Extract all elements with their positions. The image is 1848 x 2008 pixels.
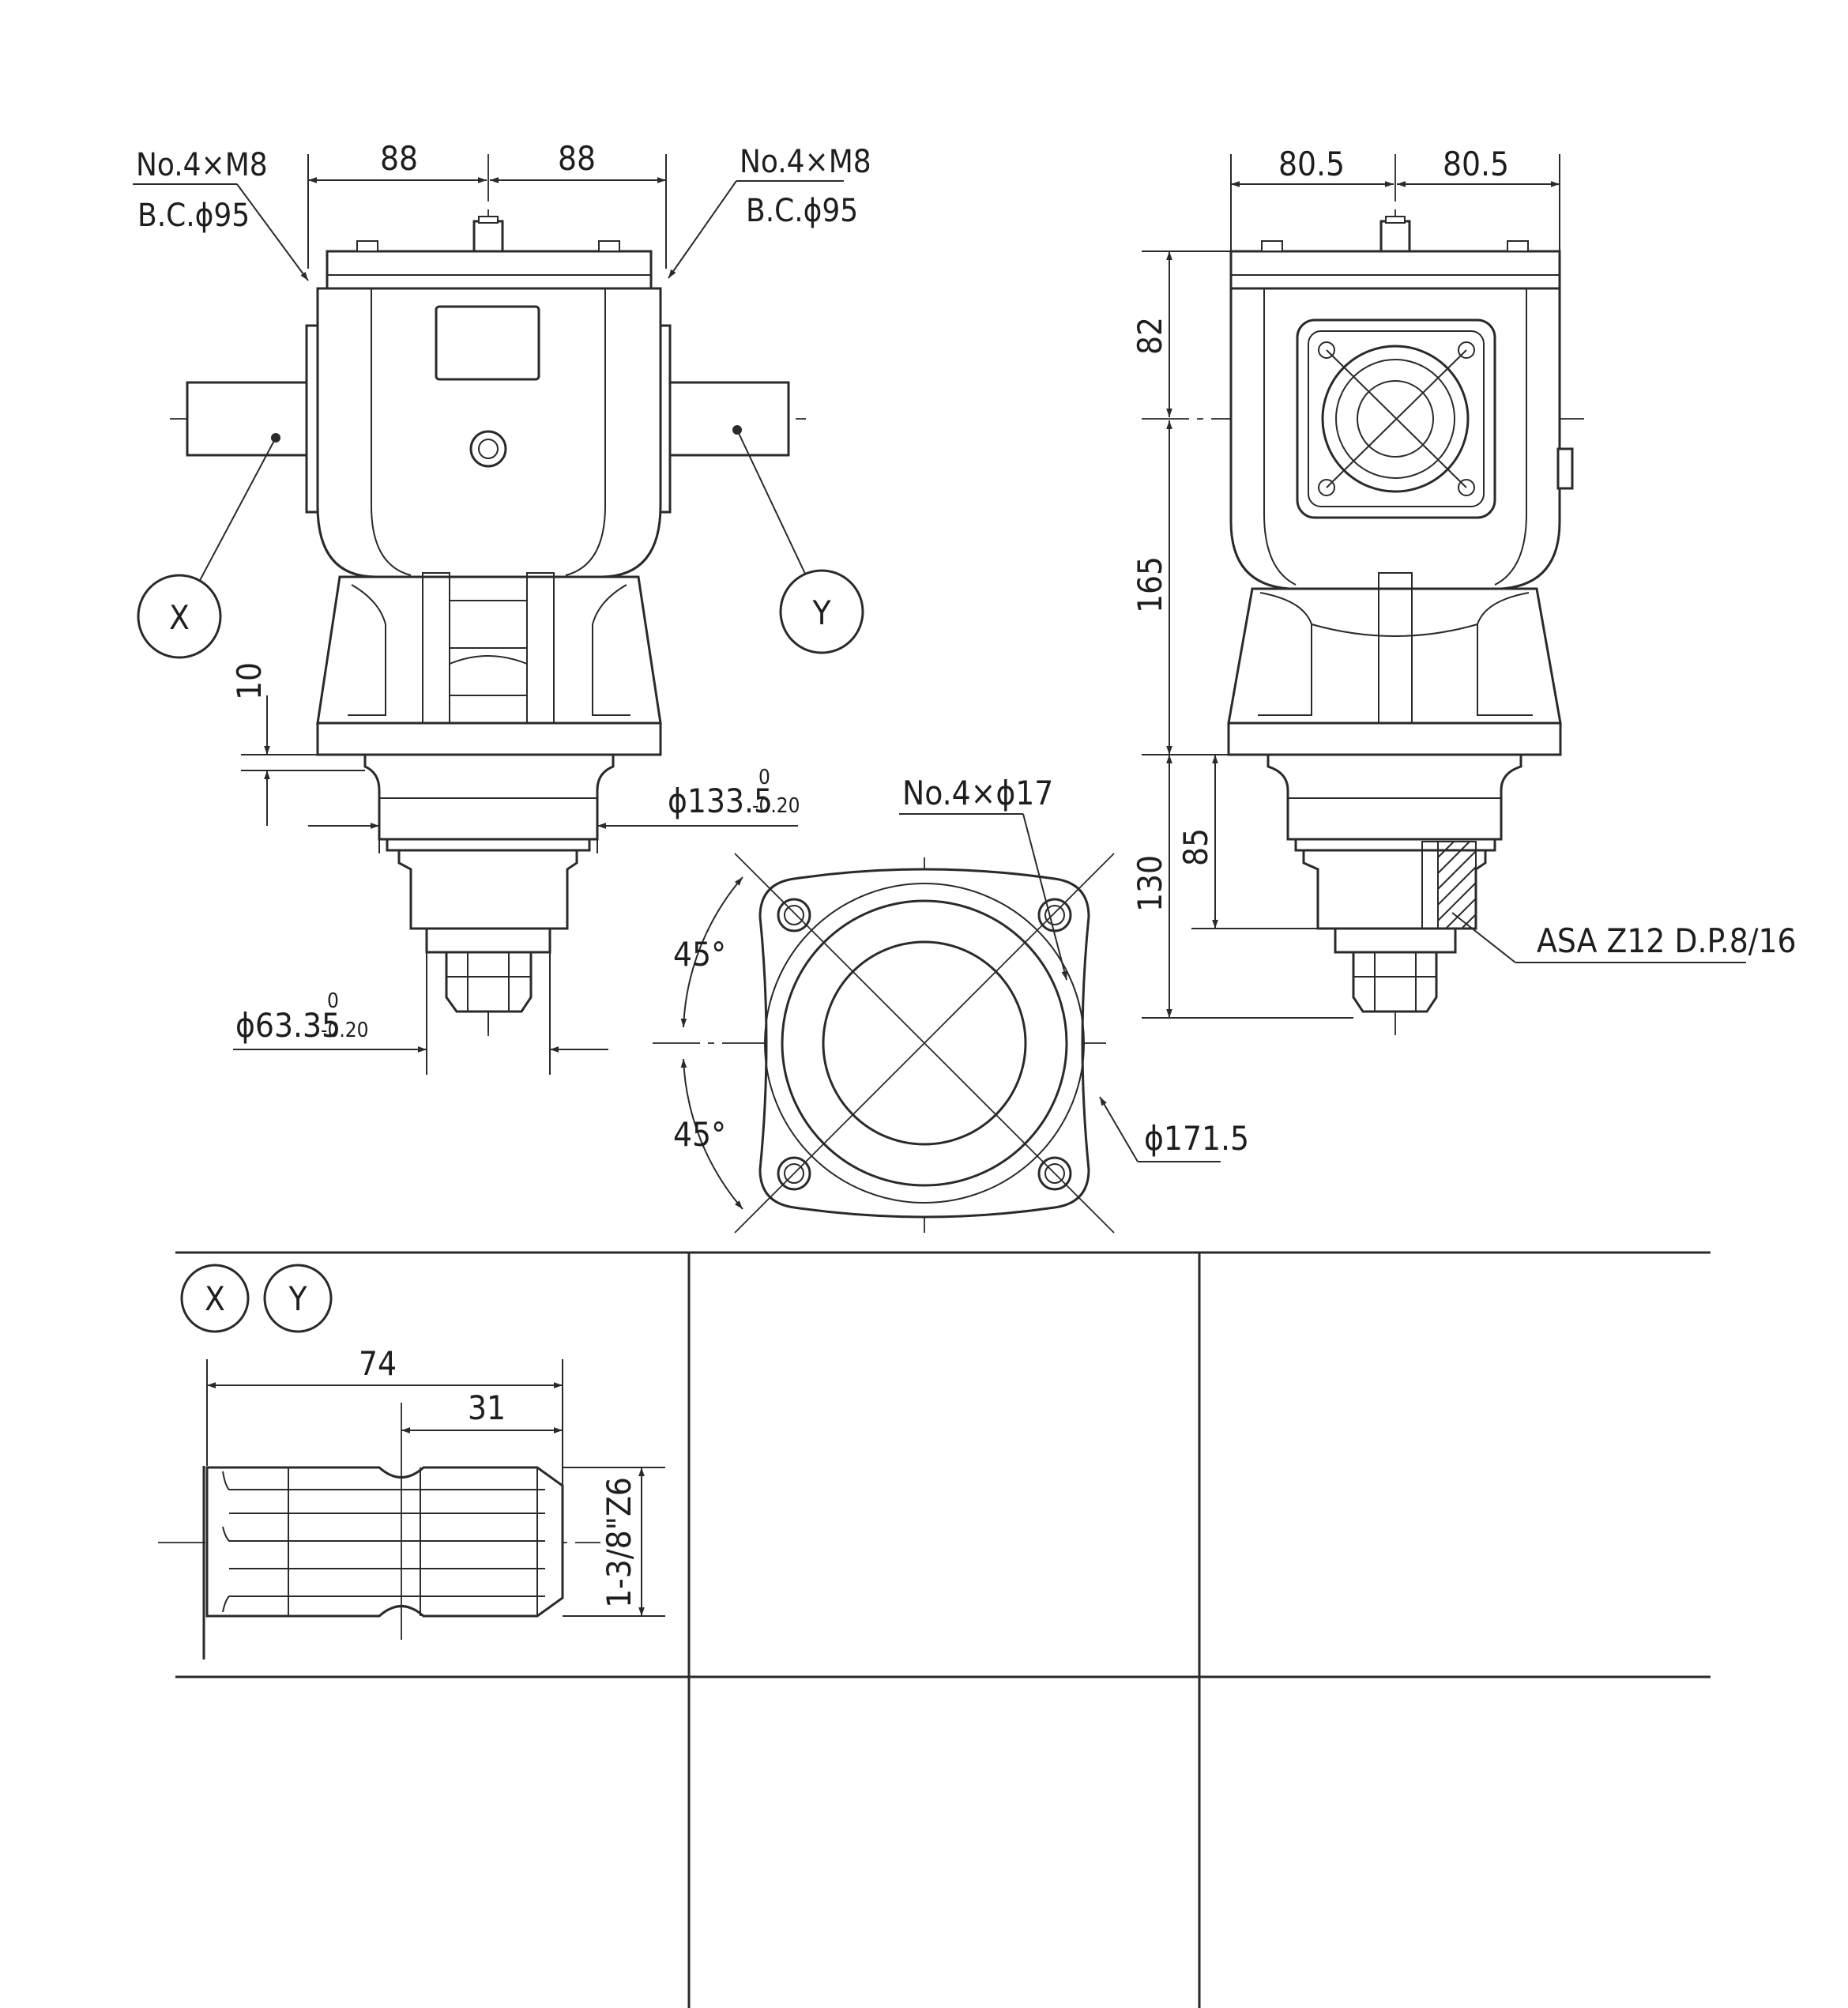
front-dim-right: 88 [558,139,596,178]
table-dim-spline: 31 [468,1388,506,1427]
callout-y: Y [811,593,831,632]
side-spline-label: ASA Z12 D.P.8/16 [1537,921,1797,960]
table-callout-y: Y [288,1279,307,1318]
side-dim-body-height: 165 [1131,556,1169,613]
front-dim-shaft: ϕ63.35 [235,1006,341,1045]
side-dim-top-height: 82 [1131,317,1169,355]
side-view: 80.5 80.5 82 165 130 85 ASA Z12 D.P.8/16 [1131,145,1797,1035]
front-bolt-right-line1: No.4×M8 [740,144,871,180]
front-dim-shaft-lower: -0.20 [321,1019,369,1042]
shaft-table: X Y 74 31 1-3/8"Z6 [158,1251,1711,2008]
table-callout-y-circle [263,1264,333,1333]
bottom-angle-bottom: 45° [673,1115,726,1154]
front-dim-shaft-upper: 0 [327,989,339,1013]
side-dim-right: 80.5 [1443,145,1509,183]
front-dim-spigot: ϕ133.5 [668,782,773,820]
side-dim-left: 80.5 [1278,145,1345,183]
front-dim-left: 88 [380,139,418,178]
front-dim-flange-thickness: 10 [230,662,269,700]
callout-x: X [169,598,190,637]
table-callout-x: X [205,1279,225,1318]
front-bolt-right-line2: B.C.ϕ95 [746,193,858,229]
table-dim-length: 74 [359,1344,397,1383]
bottom-angle-top: 45° [673,935,726,974]
front-bolt-left-line2: B.C.ϕ95 [137,198,250,234]
callout-y-circle [779,569,864,654]
front-view: 88 88 No.4×M8 B.C.ϕ95 No.4×M8 B.C.ϕ95 X … [133,139,871,1075]
bottom-view: 45° 45° No.4×ϕ17 ϕ171.5 [653,774,1249,1234]
front-dim-spigot-lower: -0.20 [752,794,800,818]
front-bolt-left-line1: No.4×M8 [136,147,268,183]
side-dim-shaft-length: 130 [1131,855,1169,912]
table-shaft-spec: 1-3/8"Z6 [600,1477,638,1608]
table-callout-x-circle [180,1264,250,1333]
front-dim-spigot-upper: 0 [758,766,770,789]
bottom-pcd-label: ϕ171.5 [1144,1119,1249,1158]
bottom-holes-label: No.4×ϕ17 [902,774,1053,812]
callout-x-circle [137,574,222,659]
side-dim-spline-depth: 85 [1176,828,1215,866]
